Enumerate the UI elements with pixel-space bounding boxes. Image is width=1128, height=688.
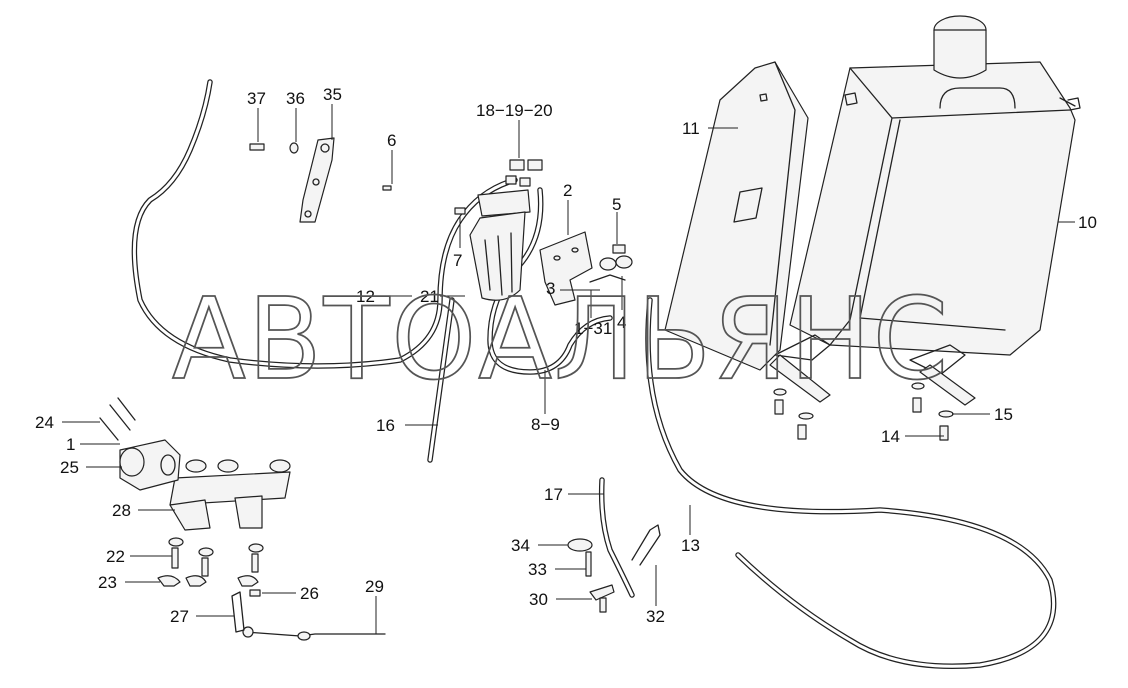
callout-36: 36 — [286, 89, 305, 108]
callout-32: 32 — [646, 607, 665, 626]
callout-11: 11 — [682, 119, 700, 138]
callout-4: 4 — [617, 313, 626, 332]
callout-1-31: 1−31 — [574, 319, 612, 338]
tank-shield — [664, 61, 809, 371]
callout-25: 25 — [60, 458, 79, 477]
callout-24: 24 — [35, 413, 54, 432]
callout-28: 28 — [112, 501, 131, 520]
hoses — [131, 79, 1057, 669]
callout-37: 37 — [247, 89, 266, 108]
hose-clamp-parts — [567, 524, 661, 613]
callout-13: 13 — [681, 536, 700, 555]
callout-26: 26 — [300, 584, 319, 603]
callout-21: 21 — [420, 287, 439, 306]
callout-16: 16 — [376, 416, 395, 435]
callout-12: 12 — [356, 287, 375, 306]
watermark-text: АВТОАЛЬЯНС — [172, 275, 950, 405]
callout-5: 5 — [612, 195, 621, 214]
callout-8-9: 8−9 — [531, 415, 560, 434]
fuel-tank — [769, 15, 1081, 406]
callout-7: 7 — [453, 251, 462, 270]
callout-23: 23 — [98, 573, 117, 592]
callout-22: 22 — [106, 547, 125, 566]
callout-15: 15 — [994, 405, 1013, 424]
callout-labels: 37 36 35 6 18−19−20 2 5 7 3 4 12 21 1−31… — [35, 85, 1097, 626]
filter-bracket — [539, 231, 633, 306]
callout-10: 10 — [1078, 213, 1097, 232]
callout-30: 30 — [529, 590, 548, 609]
callout-6: 6 — [387, 131, 396, 150]
mount-bracket — [99, 397, 291, 633]
callout-2: 2 — [563, 181, 572, 200]
callout-18-19-20: 18−19−20 — [476, 101, 553, 120]
callout-27: 27 — [170, 607, 189, 626]
callout-29: 29 — [365, 577, 384, 596]
leader-lines — [62, 104, 1075, 634]
callout-3: 3 — [546, 279, 555, 298]
mounting-strap — [249, 137, 335, 223]
callout-1: 1 — [66, 435, 75, 454]
fuel-filter — [382, 159, 543, 301]
callout-33: 33 — [528, 560, 547, 579]
callout-35: 35 — [323, 85, 342, 104]
callout-17: 17 — [544, 485, 563, 504]
tank-bolts — [773, 382, 954, 441]
callout-34: 34 — [511, 536, 530, 555]
callout-14: 14 — [881, 427, 900, 446]
